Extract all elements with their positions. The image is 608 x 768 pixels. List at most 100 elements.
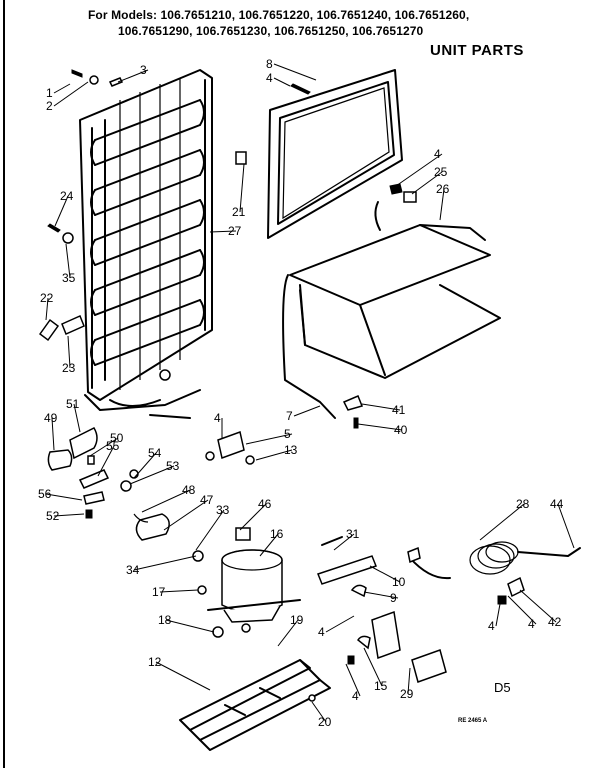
callout-24: 24 — [60, 189, 74, 203]
leader-line — [53, 513, 85, 517]
leader-line — [255, 449, 293, 461]
leader-line — [97, 445, 115, 477]
leader-line — [325, 615, 355, 633]
compressor — [133, 513, 301, 638]
callout-20: 20 — [318, 715, 332, 729]
diagram-title: UNIT PARTS — [430, 42, 524, 59]
leader-line — [53, 83, 71, 94]
leader-line — [133, 555, 197, 571]
callout-26: 26 — [436, 182, 450, 196]
callout-55: 55 — [106, 439, 120, 453]
filter-dryer — [317, 536, 377, 598]
callout-29: 29 — [400, 687, 414, 701]
condensate-bracket — [347, 610, 447, 683]
callout-4: 4 — [318, 625, 325, 639]
center-hardware — [205, 395, 364, 465]
leader-line — [73, 403, 81, 433]
callout-52: 52 — [46, 509, 60, 523]
leader-line — [519, 589, 557, 623]
callout-4: 4 — [434, 147, 441, 161]
leader-line — [67, 335, 71, 369]
callout-51: 51 — [66, 397, 80, 411]
leader-line — [495, 603, 501, 627]
diagram-code: D5 — [494, 680, 511, 695]
callout-10: 10 — [392, 575, 406, 589]
callout-46: 46 — [258, 497, 272, 511]
leader-line — [133, 452, 157, 479]
leader-line — [439, 188, 445, 221]
leader-line — [507, 595, 537, 625]
callout-4: 4 — [352, 689, 359, 703]
leader-line — [245, 433, 293, 445]
leader-line — [141, 489, 191, 513]
leader-line — [273, 63, 317, 81]
callout-19: 19 — [290, 613, 304, 627]
leader-line — [311, 701, 327, 723]
leader-line — [53, 81, 89, 107]
leader-line — [395, 153, 443, 187]
leader-line — [479, 503, 525, 541]
shelf-assembly — [282, 201, 501, 419]
models-line-2: 106.7651290, 106.7651230, 106.7651250, 1… — [118, 24, 424, 38]
callout-23: 23 — [62, 361, 76, 375]
callout-4: 4 — [488, 619, 495, 633]
leader-line — [363, 591, 399, 599]
condenser-coil — [79, 69, 213, 419]
callout-16: 16 — [270, 527, 284, 541]
leader-line — [129, 465, 175, 485]
leader-line — [54, 195, 69, 227]
callout-44: 44 — [550, 497, 564, 511]
callout-4: 4 — [214, 411, 221, 425]
callout-1: 1 — [46, 86, 53, 100]
leader-line — [273, 77, 291, 87]
leader-line — [345, 663, 361, 697]
callout-5: 5 — [284, 427, 291, 441]
callout-18: 18 — [158, 613, 172, 627]
callout-22: 22 — [40, 291, 54, 305]
callout-4: 4 — [266, 71, 273, 85]
callout-49: 49 — [44, 411, 58, 425]
callout-7: 7 — [286, 409, 293, 423]
leader-line — [363, 647, 383, 687]
callout-33: 33 — [216, 503, 230, 517]
base-pan — [179, 659, 331, 751]
door-gasket-frame — [267, 69, 403, 239]
callout-4: 4 — [528, 617, 535, 631]
callout-56: 56 — [38, 487, 52, 501]
callout-54: 54 — [148, 446, 162, 460]
leader-line — [557, 503, 575, 549]
leader-line — [117, 69, 149, 83]
leader-line — [209, 230, 237, 233]
relay-overload-group — [47, 427, 139, 519]
leader-line — [45, 297, 49, 321]
callout-12: 12 — [148, 655, 162, 669]
leader-lines — [45, 63, 575, 723]
leader-line — [411, 171, 443, 195]
leader-line — [369, 565, 401, 583]
callout-8: 8 — [266, 57, 273, 71]
callout-15: 15 — [374, 679, 388, 693]
leader-line — [361, 403, 401, 411]
callout-35: 35 — [62, 271, 76, 285]
leader-line — [45, 493, 83, 501]
leader-line — [195, 509, 225, 551]
leader-line — [239, 503, 267, 531]
leader-line — [159, 589, 199, 593]
reference-code: RE 2465 A — [458, 718, 488, 724]
callout-2: 2 — [46, 99, 53, 113]
callout-3: 3 — [140, 63, 147, 77]
leader-line — [51, 417, 55, 451]
leader-line — [65, 243, 71, 279]
leader-line — [165, 619, 215, 633]
callout-17: 17 — [152, 585, 166, 599]
leader-line — [277, 619, 299, 647]
callout-21: 21 — [232, 205, 246, 219]
models-line-1: For Models: 106.7651210, 106.7651220, 10… — [88, 8, 470, 22]
small-hardware — [38, 69, 417, 342]
callout-9: 9 — [390, 591, 397, 605]
leader-line — [357, 423, 403, 431]
leader-line — [163, 499, 209, 531]
leader-line — [89, 437, 119, 457]
